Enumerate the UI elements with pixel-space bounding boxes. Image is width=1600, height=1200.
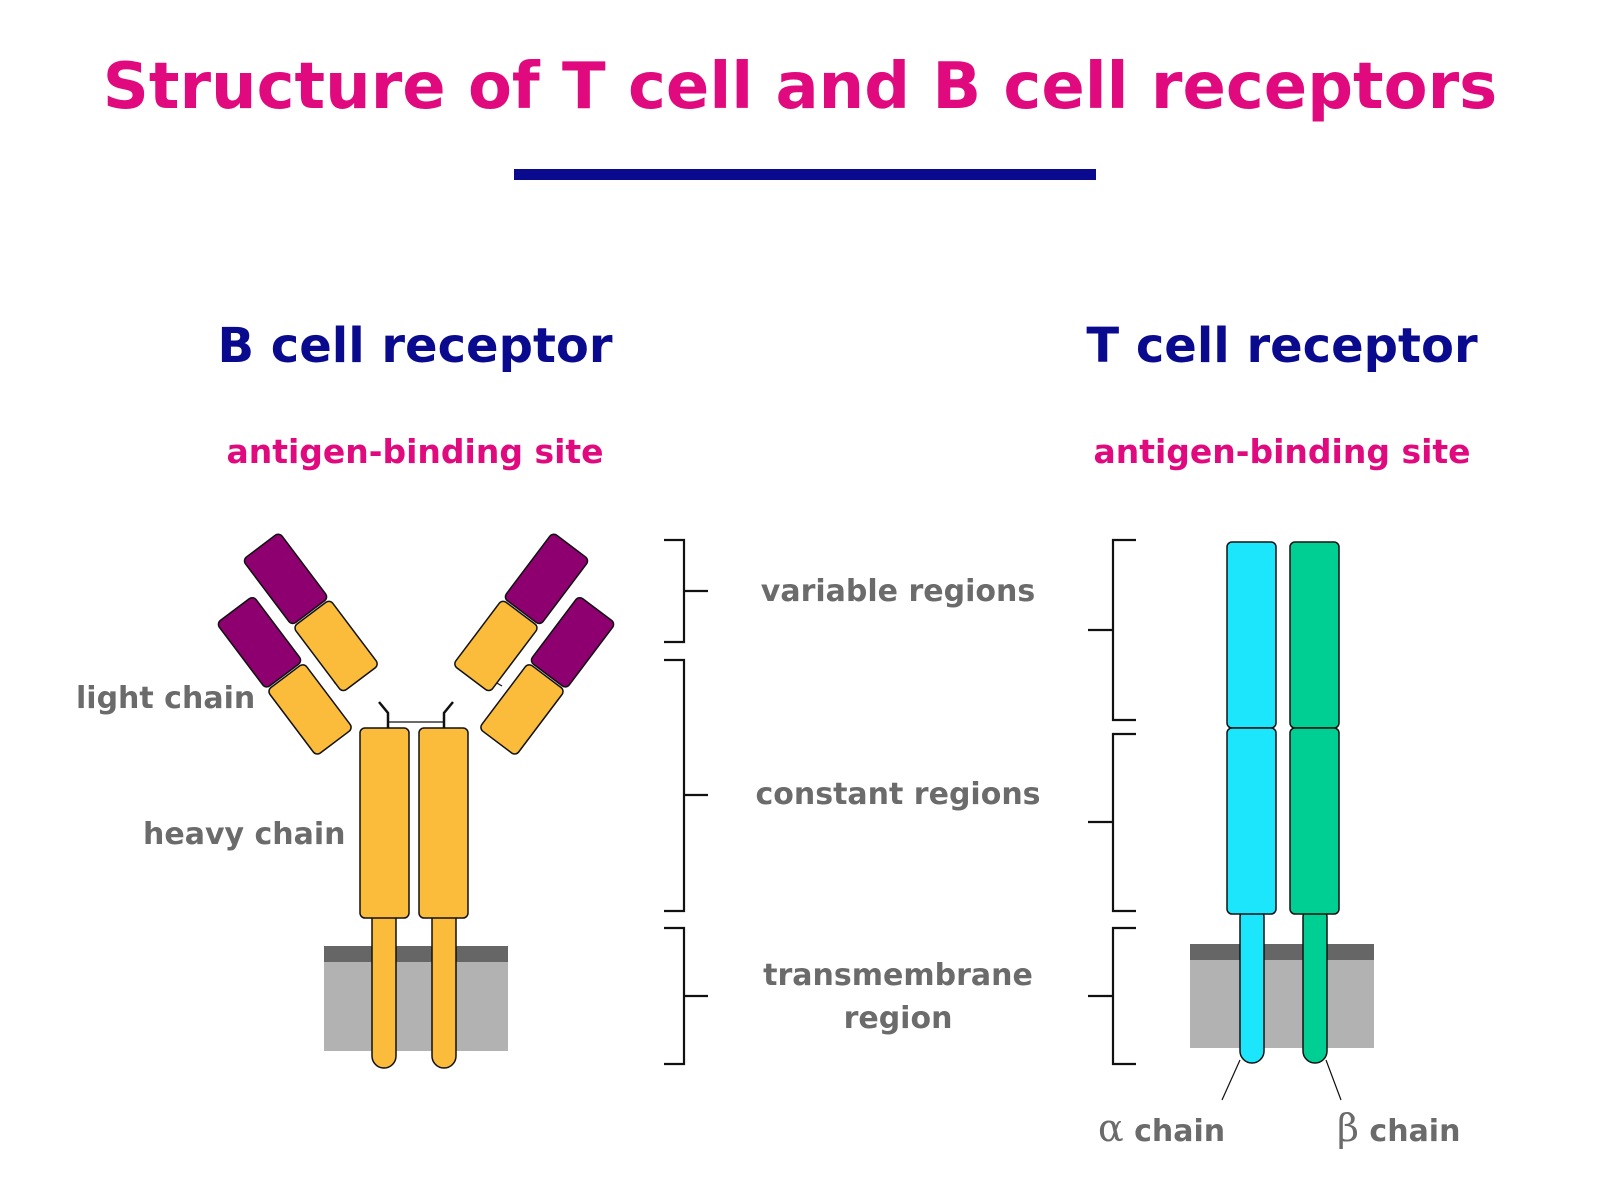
- b-light-chain-variable-right: [530, 596, 615, 688]
- beta-chain-tail: [1302, 904, 1328, 1064]
- t-cell-antigen-site-label: antigen-binding site: [1093, 432, 1471, 471]
- t-cell-heading: T cell receptor: [1086, 318, 1478, 374]
- b-right-arm: [454, 533, 615, 755]
- b-heavy-chain-constant-right: [418, 727, 469, 919]
- alpha-chain-word: chain: [1134, 1114, 1225, 1149]
- light-chain-label: light chain: [76, 681, 255, 716]
- b-cell-heading: B cell receptor: [217, 318, 613, 374]
- t-cell-membrane: [1190, 944, 1374, 1048]
- b-light-chain-constant-right: [480, 664, 564, 755]
- variable-regions-label: variable regions: [761, 574, 1035, 609]
- b-cell-hinge: [333, 676, 503, 731]
- beta-chain-constant: [1289, 727, 1340, 915]
- b-heavy-chain-ch1-left: [294, 600, 378, 692]
- b-heavy-chain-variable-left: [243, 533, 328, 625]
- beta-chain-word: chain: [1369, 1114, 1460, 1149]
- page-title: Structure of T cell and B cell receptors: [102, 50, 1498, 124]
- b-heavy-chain-ch1-right: [454, 600, 538, 692]
- variable-bracket: [664, 538, 686, 644]
- b-heavy-chain-tail-right: [431, 904, 457, 1069]
- middle-brackets: [664, 538, 708, 1066]
- b-light-chain-constant-left: [268, 664, 352, 755]
- constant-bracket: [664, 658, 686, 913]
- alpha-chain-variable: [1226, 541, 1277, 729]
- constant-regions-label: constant regions: [755, 777, 1040, 812]
- b-cell-antigen-site-label: antigen-binding site: [226, 432, 604, 471]
- beta-chain-label: β chain: [1337, 1106, 1460, 1150]
- alpha-chain-constant: [1226, 727, 1277, 915]
- transmembrane-region-label-line1: transmembrane: [763, 958, 1033, 993]
- alpha-chain-label: α chain: [1098, 1106, 1225, 1150]
- transmembrane-bracket: [664, 926, 686, 1066]
- beta-symbol: β: [1337, 1106, 1359, 1150]
- t-cell-brackets: [1088, 538, 1136, 1066]
- b-cell-receptor: light chain heavy chain: [76, 533, 615, 1069]
- transmembrane-region-label-line2: region: [844, 1001, 953, 1036]
- b-heavy-chain-variable-right: [504, 533, 589, 625]
- b-light-chain-variable-left: [217, 596, 302, 688]
- alpha-symbol: α: [1098, 1106, 1124, 1150]
- b-heavy-chain-tail-left: [371, 904, 397, 1069]
- heavy-chain-label: heavy chain: [143, 817, 346, 852]
- title-underline: [514, 169, 1096, 180]
- b-cell-membrane: [324, 946, 508, 1051]
- b-left-arm: [217, 533, 378, 755]
- beta-chain-variable: [1289, 541, 1340, 729]
- alpha-chain-tail: [1239, 904, 1265, 1064]
- b-heavy-chain-constant-left: [359, 727, 410, 919]
- t-cell-receptor: α chain β chain: [1088, 538, 1460, 1150]
